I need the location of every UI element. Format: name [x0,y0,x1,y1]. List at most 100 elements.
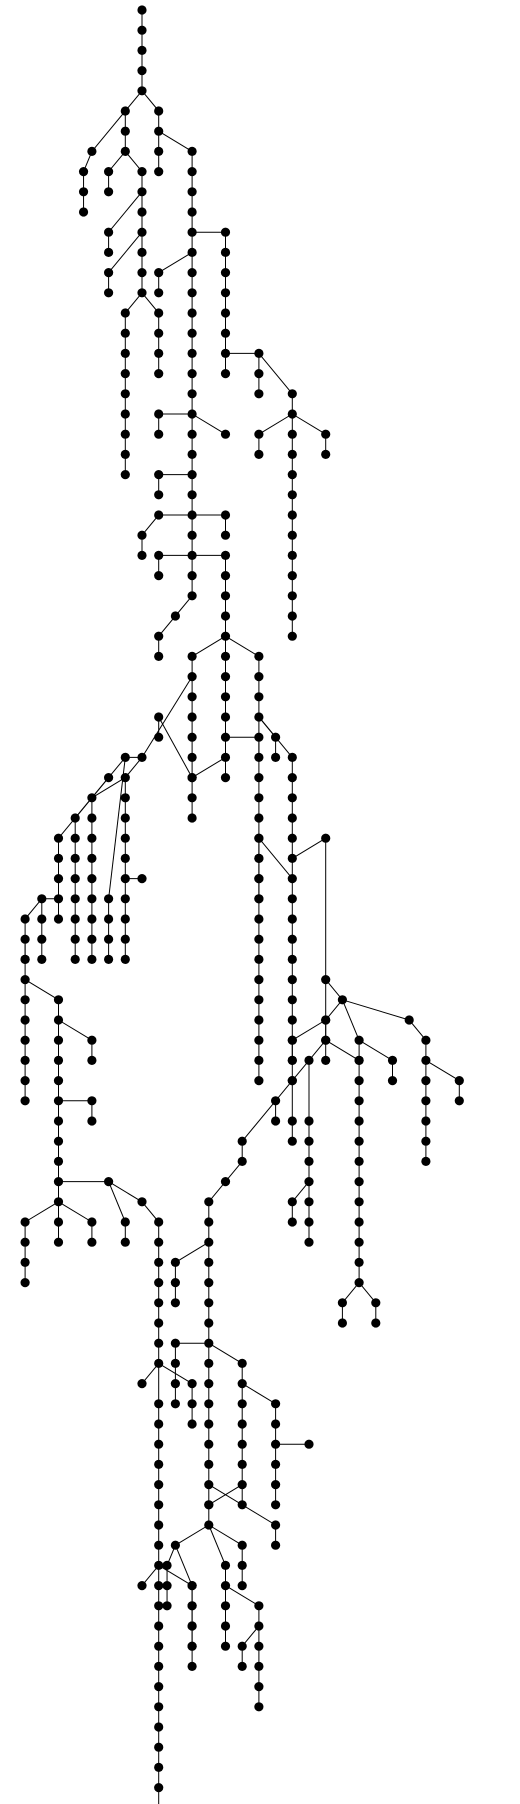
tree-node [354,1096,364,1106]
tree-node [204,1520,214,1530]
tree-node [187,227,197,237]
tree-node [421,1116,431,1126]
tree-node [220,550,231,561]
tree-node [421,1096,431,1106]
tree-node [162,1560,172,1570]
tree-node [20,1015,30,1025]
tree-node [304,1197,314,1207]
tree-node [354,1035,364,1045]
tree-node [120,449,130,459]
tree-node [120,470,130,480]
tree-node [154,732,164,742]
tree-edge [24,1201,59,1223]
tree-node [154,510,164,520]
tree-node [154,167,164,177]
tree-node [154,651,164,662]
tree-node [204,1459,214,1469]
tree-node [154,1762,164,1772]
tree-edge [341,999,360,1041]
tree-node [254,894,264,904]
tree-node [137,86,147,96]
tree-node [220,1601,231,1611]
tree-node [154,1560,164,1570]
tree-node [287,853,297,864]
tree-node [254,449,264,459]
tree-edge [208,1524,243,1546]
tree-node [354,1197,364,1207]
tree-node [220,1581,231,1591]
tree-node [254,1015,264,1025]
tree-node [87,894,97,904]
tree-node [237,1358,247,1368]
tree-node [104,227,114,237]
tree-node [271,1096,281,1106]
tree-node [120,773,130,783]
tree-node [154,1439,164,1449]
tree-node [137,752,147,763]
tree-node [220,227,231,237]
tree-node [87,1217,97,1227]
tree-node [304,1177,314,1187]
tree-node [104,268,114,278]
tree-node [87,833,97,843]
tree-node [20,975,30,985]
tree-node [70,874,80,884]
tree-node [304,1136,314,1146]
tree-node [220,631,231,641]
tree-node [187,1399,197,1409]
tree-node [354,1116,364,1126]
tree-node [220,348,231,358]
tree-node [104,894,114,904]
tree-node [404,1015,414,1025]
tree-node [154,1601,164,1611]
tree-edge [342,999,410,1021]
tree-node [220,692,231,702]
tree-node [287,571,297,581]
tree-node [53,914,64,924]
tree-node [87,1055,97,1065]
tree-node [187,490,197,500]
tree-node [154,1783,164,1793]
tree-node [187,813,197,823]
tree-node [371,1298,381,1308]
tree-node [287,1116,297,1126]
tree-node [20,995,30,1005]
tree-node [154,369,164,379]
tree-node [254,773,264,783]
tree-node [304,1439,314,1449]
tree-node [187,510,197,520]
tree-node [187,470,197,480]
tree-node [78,167,89,177]
tree-node [20,954,30,965]
tree-node [287,833,297,843]
tree-edge [358,1039,393,1061]
tree-node [271,1439,281,1449]
tree-node [120,369,130,379]
tree-node [187,308,197,318]
tree-node [287,813,297,823]
tree-edge [258,353,293,395]
tree-node [137,45,147,56]
tree-node [321,1055,331,1065]
tree-node [454,1076,464,1086]
tree-node [254,1055,264,1065]
tree-node [187,389,197,399]
tree-node [87,853,97,864]
tree-node [220,752,231,763]
tree-node [421,1136,431,1146]
tree-node [254,874,264,884]
tree-node [287,470,297,480]
tree-edge [108,231,143,273]
tree-node [154,1338,164,1348]
tree-node [154,1702,164,1712]
tree-node [170,611,180,621]
tree-node [237,1560,247,1570]
tree-node [287,894,297,904]
tree-edge [292,837,326,859]
tree-node [337,1298,347,1308]
tree-node [187,550,197,561]
tree-node [271,752,281,763]
tree-node [321,429,331,439]
tree-edge [325,1039,360,1061]
